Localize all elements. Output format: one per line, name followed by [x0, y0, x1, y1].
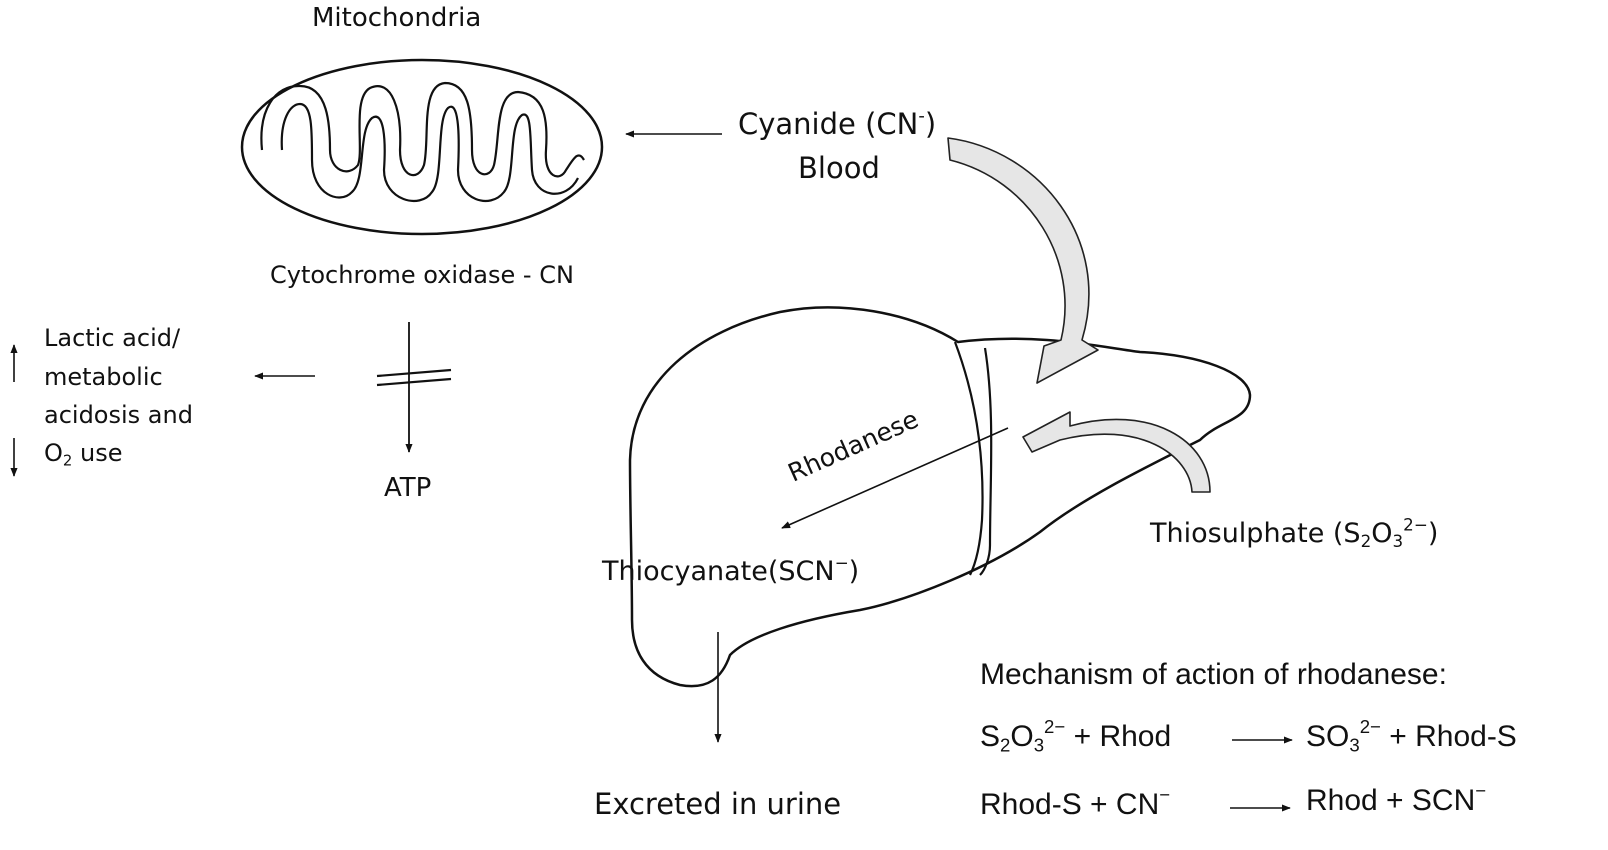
liver-icon [628, 306, 1252, 688]
excreted-label: Excreted in urine [594, 787, 842, 821]
thiosulphate-o: O [1371, 518, 1393, 549]
eq1-sub-1: 2 [1000, 734, 1011, 756]
cyanide-label-close: ) [924, 107, 937, 141]
blood-label: Blood [798, 151, 880, 185]
eq1-lhs-rest: + Rhod [1065, 720, 1172, 753]
reaction-2-rhs: Rhod + SCN− [1306, 781, 1486, 819]
block-mark-2 [376, 377, 452, 387]
thiosulphate-text: Thiosulphate (S [1150, 518, 1361, 549]
eq1-rhs-sub: 3 [1349, 734, 1360, 756]
effect-line-1: Lactic acid/ [44, 324, 181, 352]
rhodanese-arrow [781, 427, 1009, 529]
reaction-2-lhs: Rhod-S + CN− [980, 785, 1170, 823]
reaction-1-lhs: S2O32− + Rhod [980, 717, 1172, 756]
eq1-o: O [1010, 720, 1034, 753]
cyanide-charge: - [918, 105, 925, 127]
cytochrome-label: Cytochrome oxidase - CN [270, 261, 574, 289]
block-mark-1 [376, 368, 452, 378]
thiosulphate-sub-2: 3 [1392, 531, 1404, 552]
thiosulphate-charge: 2− [1403, 514, 1428, 535]
eq1-rhs-rest: + Rhod-S [1380, 720, 1517, 753]
reaction-1-rhs: SO32− + Rhod-S [1306, 717, 1517, 756]
mitochondria-title: Mitochondria [312, 3, 482, 33]
effect-line-4: O2 use [44, 439, 123, 470]
cyanide-label-text: Cyanide (CN [738, 107, 919, 141]
mechanism-title: Mechanism of action of rhodanese: [980, 658, 1447, 691]
thiocyanate-label: Thiocyanate(SCN−) [602, 554, 860, 587]
thiosulphate-close: ) [1427, 518, 1439, 549]
oxygen-use-text: use [72, 439, 123, 467]
thiosulphate-sub-1: 2 [1360, 531, 1372, 552]
oxygen-symbol: O [44, 439, 63, 467]
eq1-sub-2: 3 [1033, 734, 1045, 756]
eq2-rhs-text: Rhod + SCN [1306, 784, 1476, 817]
eq2-rhs-charge: − [1475, 779, 1487, 801]
thiosulphate-to-liver-arrow [1022, 411, 1211, 493]
eq1-so: SO [1306, 720, 1350, 753]
eq2-lhs-charge: − [1159, 783, 1171, 805]
eq1-rhs-charge: 2− [1359, 715, 1381, 737]
oxygen-subscript: 2 [62, 451, 73, 470]
thiocyanate-close: ) [848, 556, 860, 587]
thiosulphate-label: Thiosulphate (S2O32−) [1150, 516, 1439, 552]
eq1-s: S [980, 720, 1001, 753]
cyanide-label: Cyanide (CN-) [738, 105, 937, 141]
thiocyanate-charge: − [834, 552, 849, 573]
cyanide-to-liver-arrow [947, 137, 1099, 384]
effect-line-3: acidosis and [44, 401, 193, 429]
eq2-lhs-text: Rhod-S + CN [980, 788, 1160, 821]
atp-label: ATP [384, 473, 432, 503]
thiocyanate-text: Thiocyanate(SCN [602, 556, 835, 587]
eq1-charge: 2− [1044, 715, 1066, 737]
mitochondrion-icon [240, 58, 604, 236]
effect-line-2: metabolic [44, 363, 163, 391]
